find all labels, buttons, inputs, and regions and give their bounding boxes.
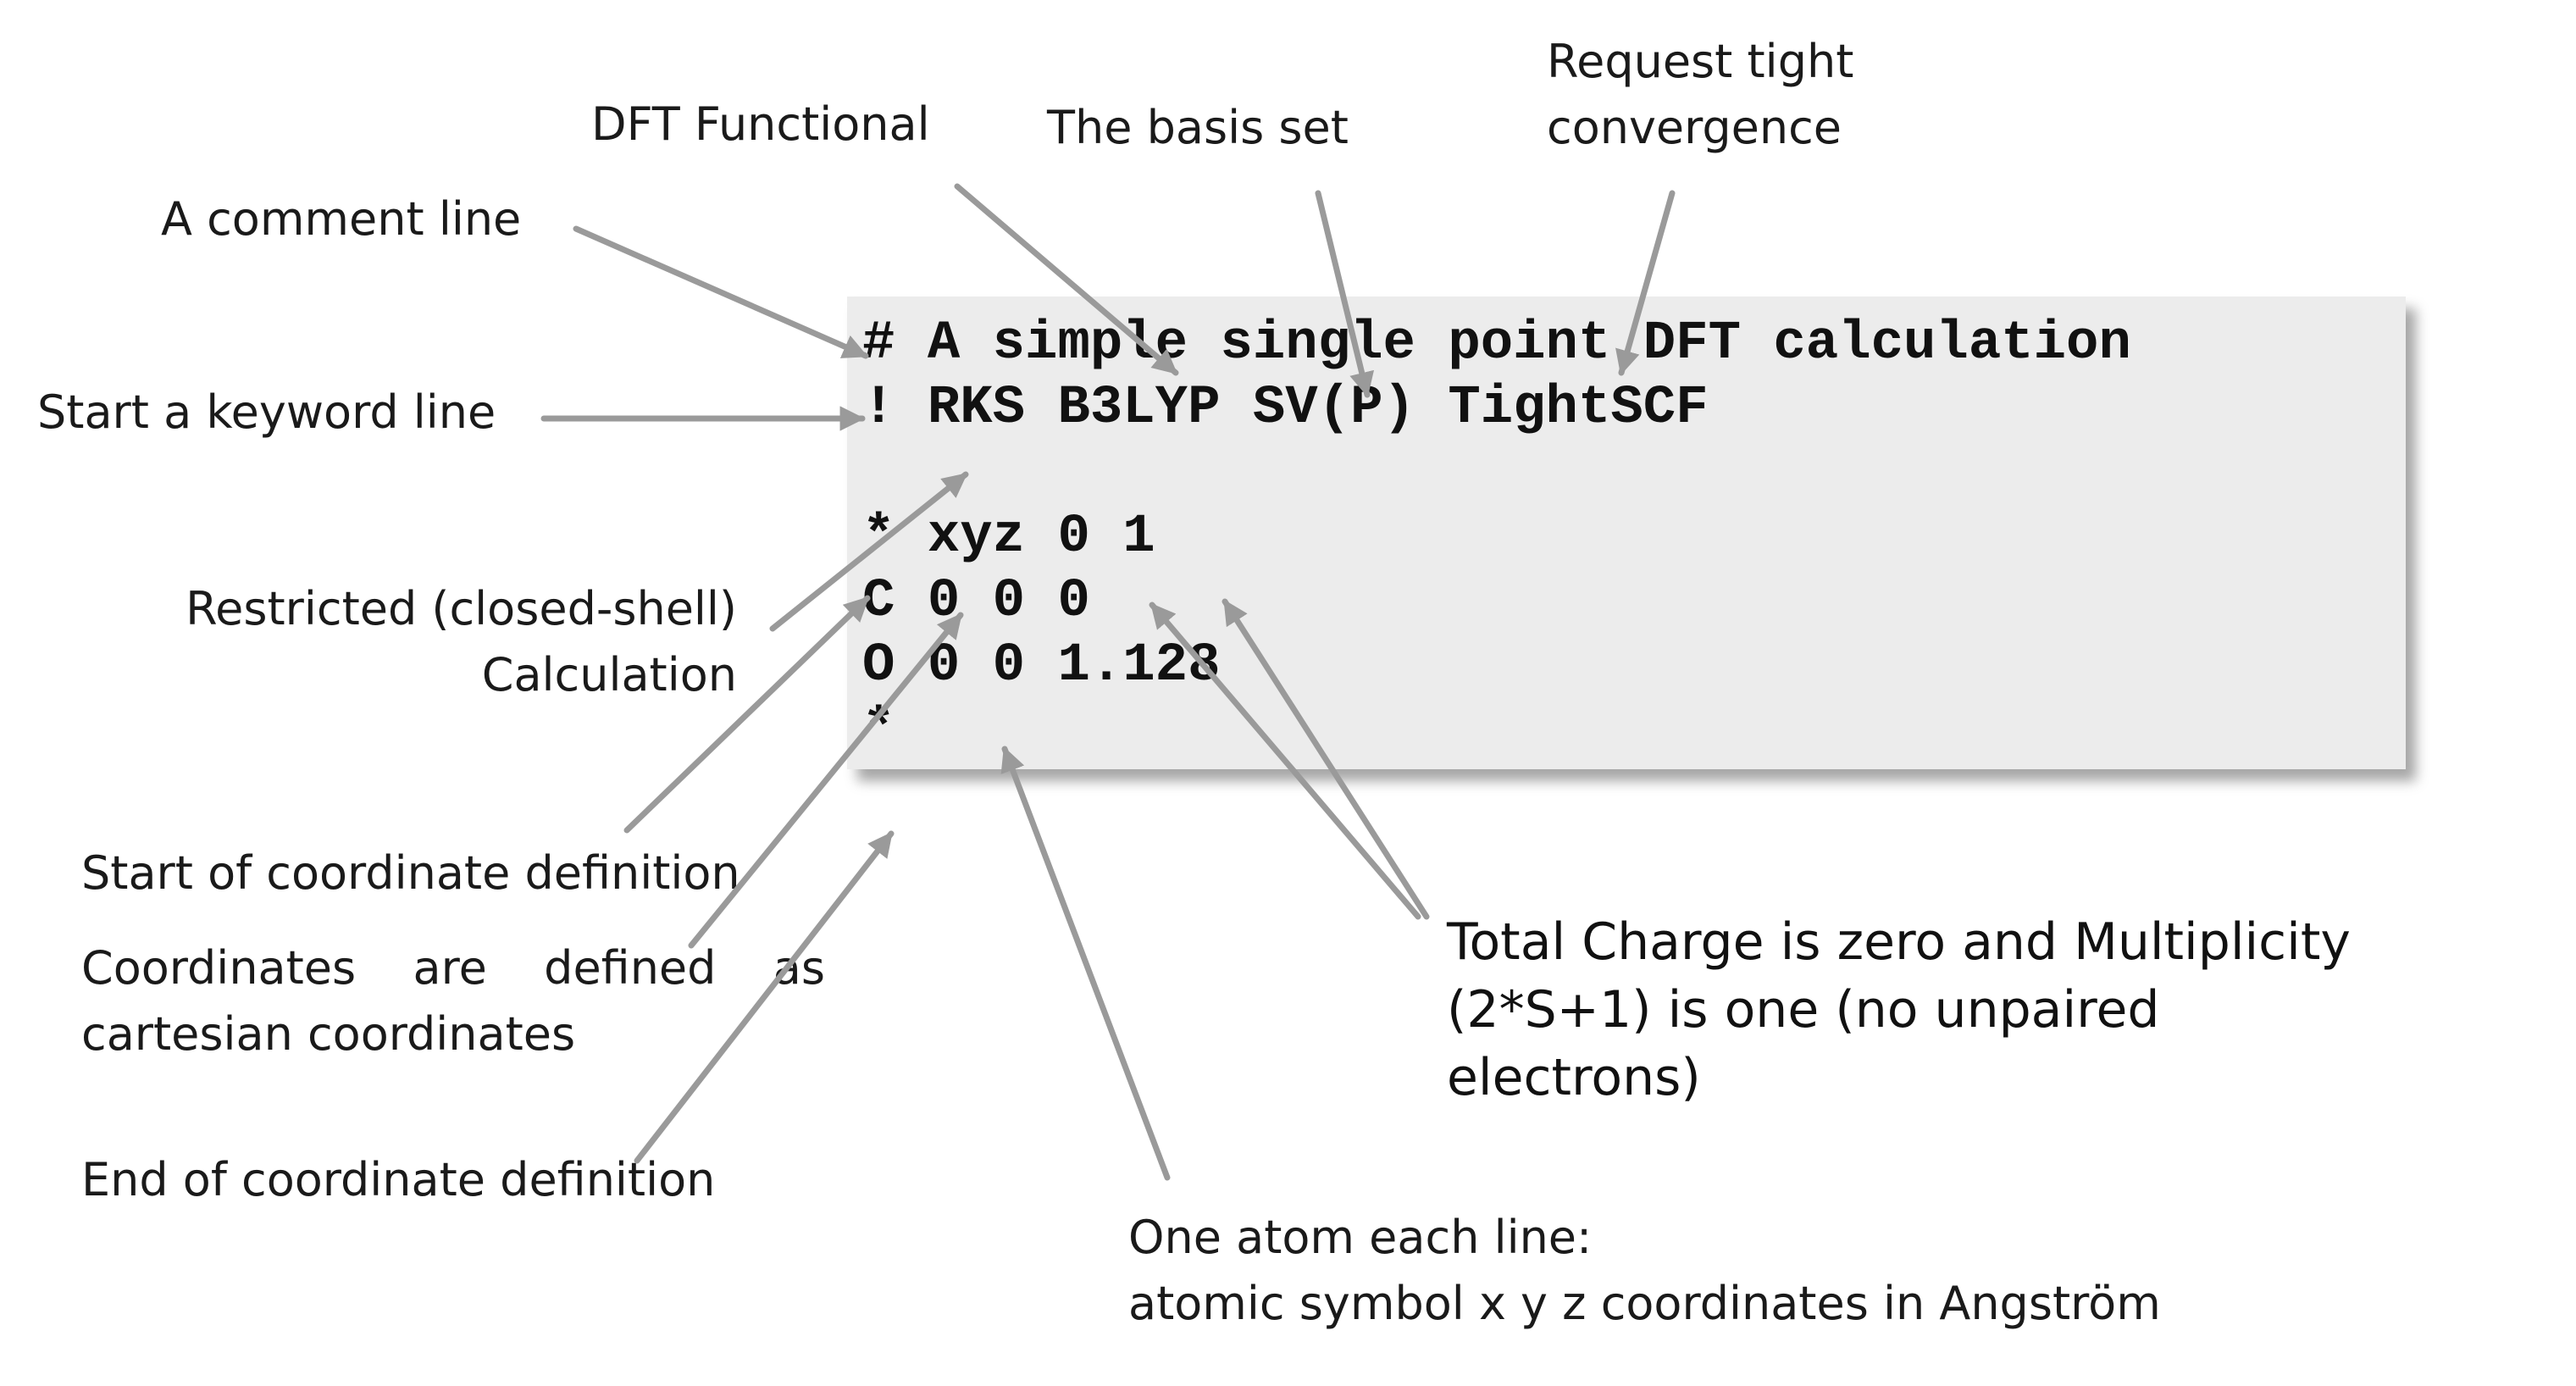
label-comment-line: A comment line — [161, 192, 522, 246]
label-atom-line-1: One atom each line: — [1128, 1211, 1593, 1264]
label-atom-line-2: atomic symbol x y z coordinates in Angst… — [1128, 1277, 2161, 1330]
arrow-comment-line — [573, 225, 869, 359]
label-tight-convergence-2: convergence — [1547, 101, 1842, 154]
label-restricted-1: Restricted (closed-shell) — [186, 582, 737, 635]
label-cartesian-1: Coordinates are defined as — [81, 941, 825, 995]
label-start-coords: Start of coordinate definition — [81, 846, 740, 900]
code-line-coord-end: * — [862, 700, 895, 761]
label-tight-convergence-1: Request tight — [1547, 35, 1854, 88]
label-basis-set: The basis set — [1047, 101, 1349, 154]
code-line-coord-start: * xyz 0 1 — [862, 507, 1155, 568]
code-line-keywords: ! RKS B3LYP SV(P) TightSCF — [862, 378, 1709, 439]
label-charge-multiplicity-2: (2*S+1) is one (no unpaired — [1447, 980, 2160, 1040]
code-line-atom-o: O 0 0 1.128 — [862, 635, 1221, 696]
label-keyword-line: Start a keyword line — [37, 385, 496, 439]
arrow-atom-line — [1000, 746, 1171, 1181]
label-charge-multiplicity-1: Total Charge is zero and Multiplicity — [1447, 912, 2351, 972]
label-dft-functional: DFT Functional — [591, 97, 930, 151]
code-line-comment: # A simple single point DFT calculation — [862, 313, 2131, 374]
label-restricted-2: Calculation — [481, 648, 737, 701]
label-cartesian-2: cartesian coordinates — [81, 1007, 576, 1061]
label-end-coords: End of coordinate definition — [81, 1153, 716, 1206]
label-charge-multiplicity-3: electrons) — [1447, 1048, 1701, 1107]
code-line-atom-c: C 0 0 0 — [862, 571, 1090, 632]
